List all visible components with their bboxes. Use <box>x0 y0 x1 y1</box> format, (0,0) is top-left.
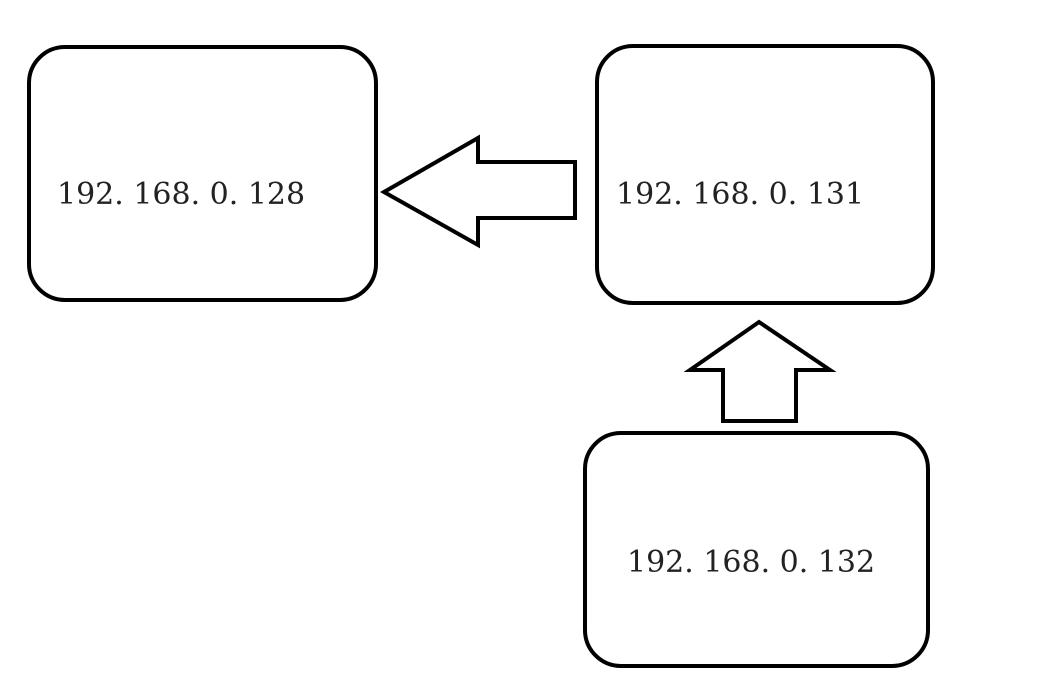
arrow-up-icon <box>683 319 837 423</box>
node-box <box>595 44 935 305</box>
node-192-168-0-132: 192. 168. 0. 132 <box>583 431 930 668</box>
node-label: 192. 168. 0. 131 <box>616 177 864 212</box>
node-192-168-0-131: 192. 168. 0. 131 <box>595 44 935 305</box>
node-label: 192. 168. 0. 128 <box>57 177 305 212</box>
node-label: 192. 168. 0. 132 <box>627 545 875 580</box>
node-box <box>27 45 378 302</box>
node-192-168-0-128: 192. 168. 0. 128 <box>27 45 378 302</box>
node-box <box>583 431 930 668</box>
arrow-left-icon <box>379 134 577 249</box>
